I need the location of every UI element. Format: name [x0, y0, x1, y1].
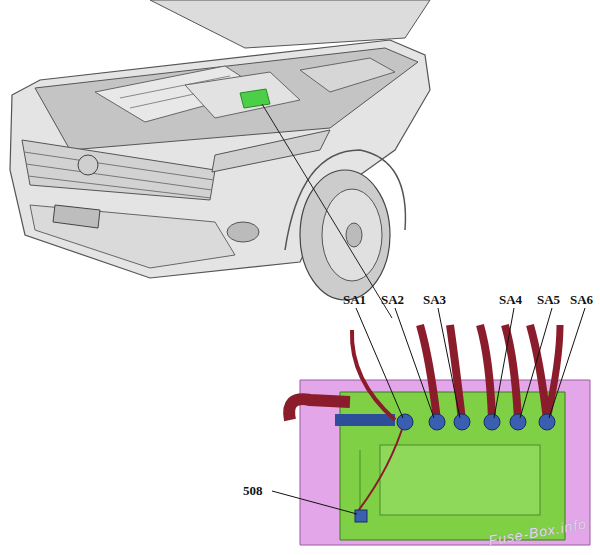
engine-bay: [35, 48, 418, 150]
fog-light: [227, 222, 259, 242]
terminal: [429, 414, 445, 430]
headlight: [212, 130, 330, 172]
air-box: [185, 72, 300, 118]
leader-line: [262, 104, 392, 318]
board-panel: [380, 445, 540, 515]
callout-label: SA1: [343, 293, 366, 307]
hub: [346, 223, 362, 247]
grille-bar: [24, 152, 214, 180]
wire: [352, 330, 395, 420]
callout-label: SA4: [499, 293, 522, 307]
callout-leader: [438, 308, 460, 418]
wire: [450, 325, 462, 420]
terminal: [397, 414, 413, 430]
wire: [355, 420, 405, 515]
cable-sleeve: [335, 414, 395, 426]
terminal: [484, 414, 500, 430]
callout-leader: [272, 491, 357, 514]
plate: [53, 205, 100, 228]
terminal: [454, 414, 470, 430]
logo: [78, 155, 98, 175]
fuse-508: [355, 510, 367, 522]
callout-leader: [395, 308, 434, 418]
callout-label: SA5: [537, 293, 560, 307]
terminal: [539, 414, 555, 430]
grille: [22, 140, 215, 200]
grille-bar: [26, 164, 212, 190]
callout-label: SA6: [570, 293, 593, 307]
terminal: [510, 414, 526, 430]
fuse-box-location: [240, 89, 270, 108]
wire: [530, 325, 547, 420]
battery-area: [300, 58, 395, 92]
callout-leader: [549, 308, 585, 418]
callout-label: SA2: [381, 293, 404, 307]
wire: [420, 325, 437, 420]
callout-leader: [520, 308, 552, 418]
wire: [505, 325, 518, 420]
callout-label: SA3: [423, 293, 446, 307]
callout-number: 508: [243, 484, 263, 498]
callout-leader: [356, 308, 403, 418]
wire: [480, 325, 492, 420]
rim: [322, 189, 382, 281]
lower-bumper: [30, 205, 235, 268]
grille-bar: [28, 176, 211, 198]
callout-leader: [494, 308, 514, 418]
